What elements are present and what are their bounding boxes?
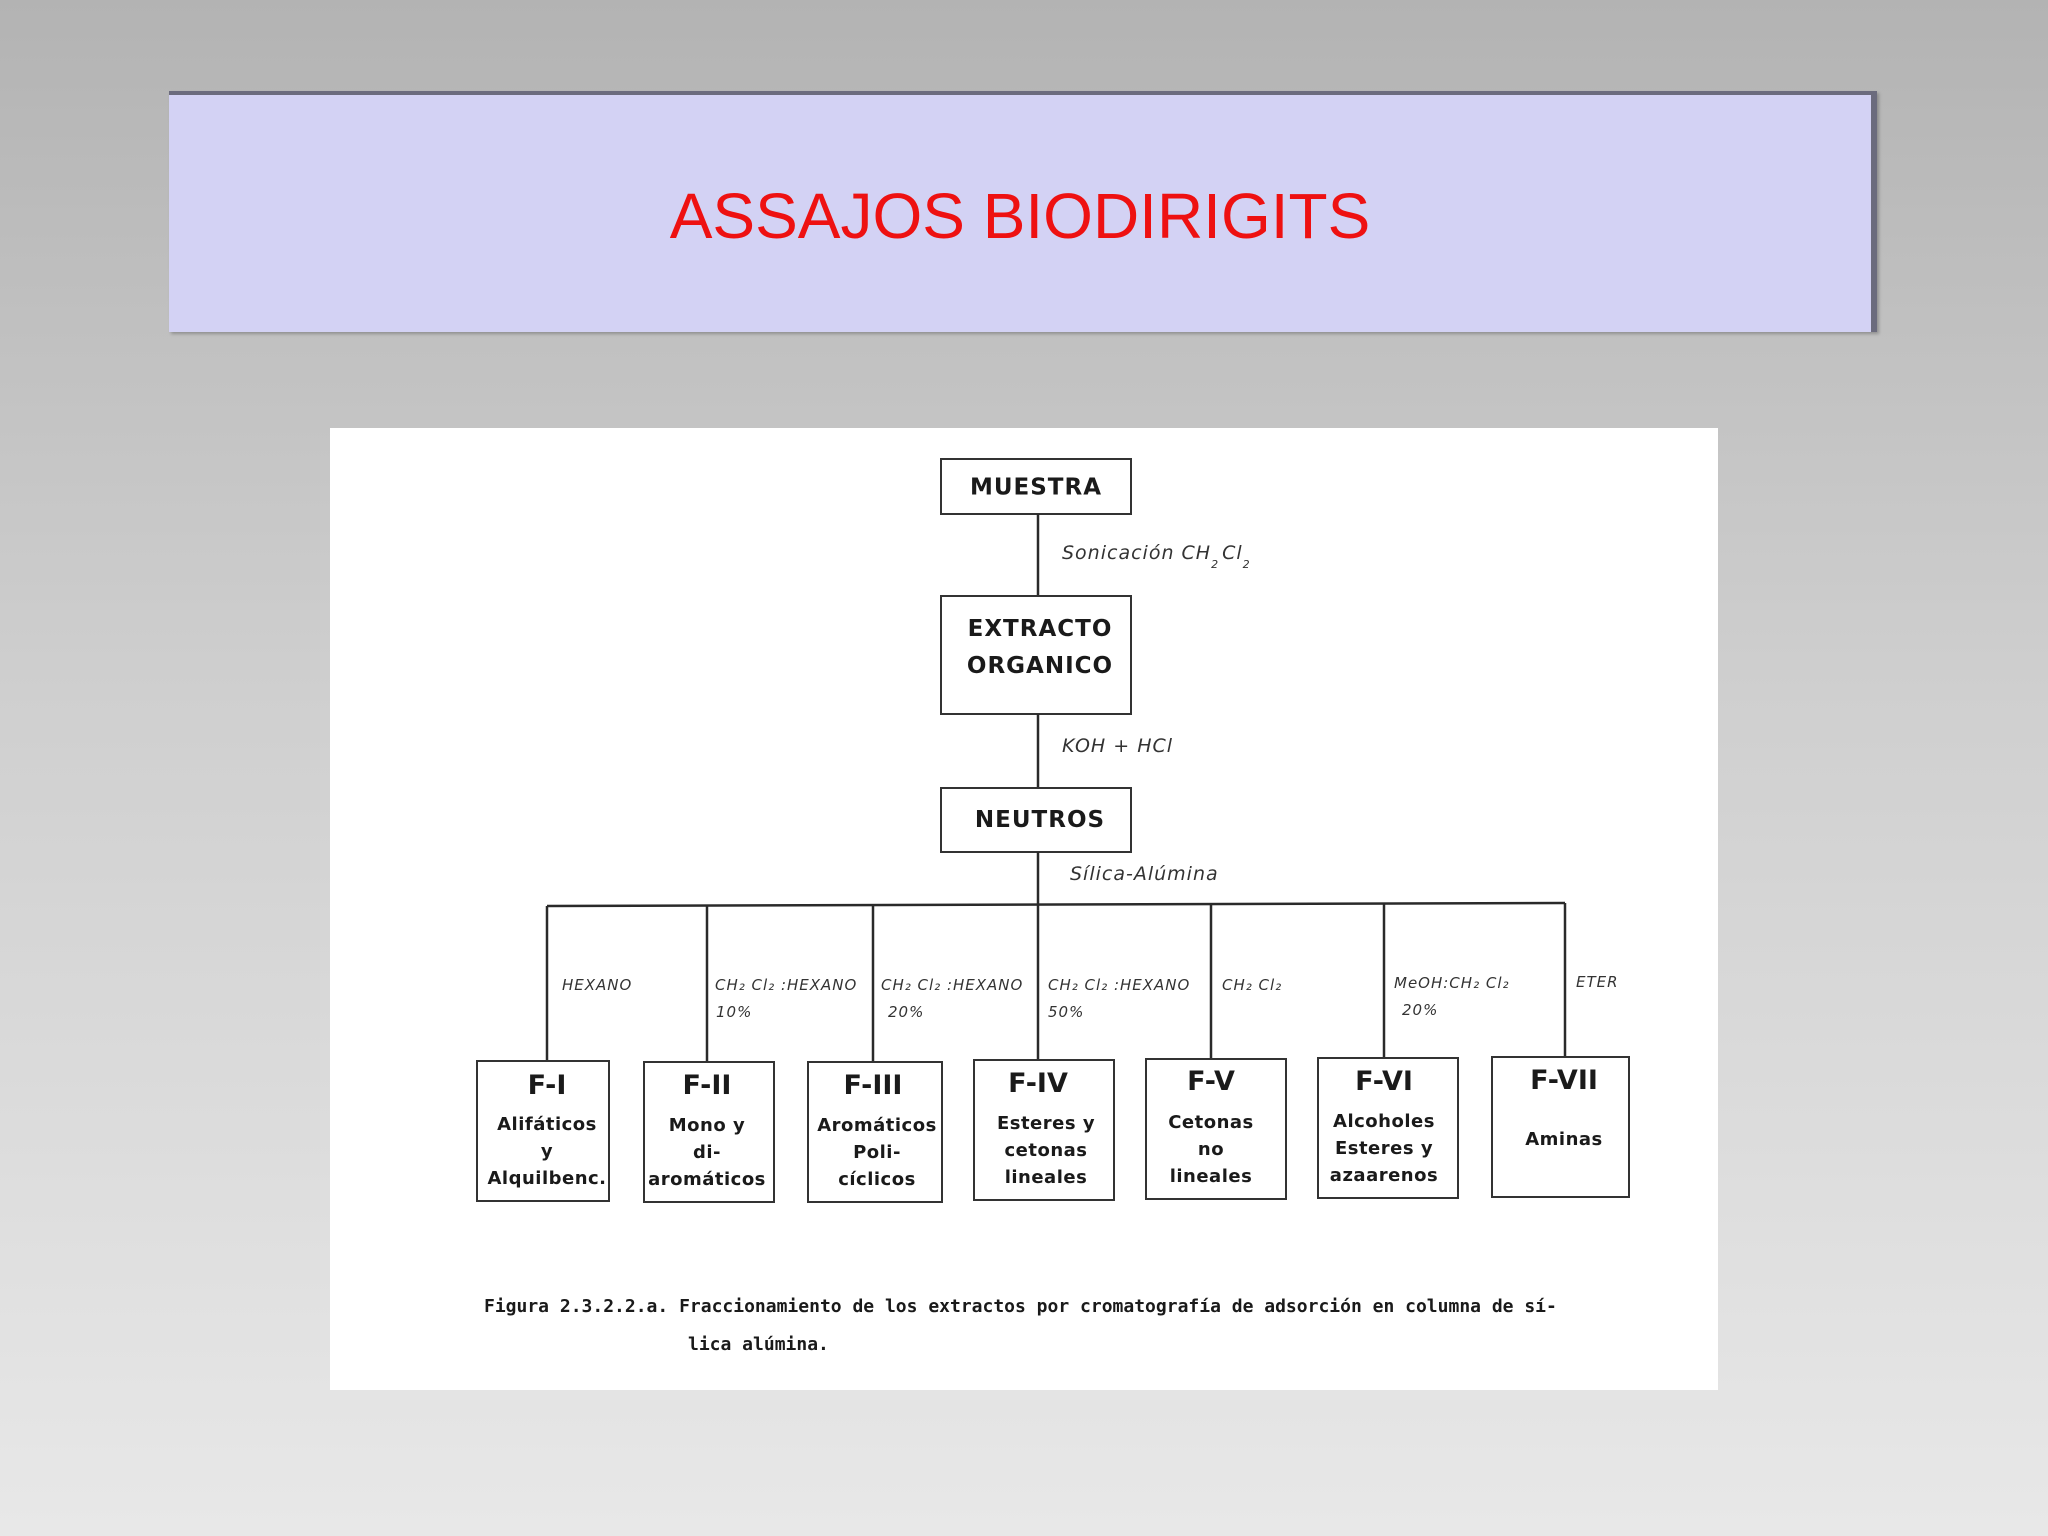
fraction-f6-desc-1: Alcoholes	[1333, 1111, 1435, 1132]
solvent-f3: CH₂ Cl₂ :HEXANO	[881, 976, 1023, 994]
solvent-f4: CH₂ Cl₂ :HEXANO	[1048, 976, 1190, 994]
fraction-f6: F-VI Alcoholes Esteres y azaarenos	[1317, 1057, 1459, 1199]
fraction-f2-box	[643, 1061, 775, 1203]
fraction-f7: F-VII Aminas	[1491, 1056, 1630, 1198]
fraction-f3-desc-1: Aromáticos	[817, 1115, 937, 1136]
fraction-f1-label: F-I	[528, 1070, 567, 1101]
fraction-f7-desc-2: Aminas	[1525, 1129, 1603, 1150]
solvent-f5: CH₂ Cl₂	[1222, 976, 1282, 994]
fraction-f5-box	[1145, 1058, 1287, 1200]
solvent-f2: CH₂ Cl₂ :HEXANO	[715, 976, 857, 994]
fraction-f1-box	[476, 1060, 610, 1202]
fraction-f3-label: F-III	[844, 1070, 903, 1101]
edge-label-silica: Sílica-Alúmina	[1070, 863, 1219, 885]
solvent-f7: ETER	[1576, 973, 1619, 991]
node-extracto-line2: ORGANICO	[967, 653, 1113, 679]
fraction-f6-desc-3: azaarenos	[1330, 1165, 1438, 1186]
fraction-f2-desc-2: di-	[693, 1142, 721, 1163]
node-neutros-box	[940, 787, 1132, 853]
fraction-f5: F-V Cetonas no lineales	[1145, 1058, 1287, 1200]
fraction-f6-label: F-VI	[1355, 1066, 1413, 1097]
fraction-f2-desc-1: Mono y	[669, 1115, 745, 1136]
node-extracto-box	[940, 595, 1132, 715]
fraction-f1: F-I Alifáticos y Alquilbenc.	[476, 1060, 610, 1202]
node-neutros: NEUTROS	[975, 807, 1105, 833]
node-muestra: MUESTRA	[970, 475, 1102, 501]
slide-title: ASSAJOS BIODIRIGITS	[669, 180, 1371, 252]
sonicacion-sub1: 2	[1211, 558, 1219, 571]
sonicacion-sub2: 2	[1243, 558, 1251, 571]
fraction-f5-desc-2: no	[1198, 1139, 1224, 1160]
fraction-f3: F-III Aromáticos Poli- cíclicos	[807, 1061, 943, 1203]
fraction-f6-box	[1317, 1057, 1459, 1199]
solvent-f6-pct: 20%	[1402, 1001, 1438, 1019]
fraction-f2: F-II Mono y di- aromáticos	[643, 1061, 775, 1203]
fractionation-diagram: MUESTRA Sonicación CH2Cl2 EXTRACTO ORGAN…	[476, 458, 1630, 1355]
fraction-f2-label: F-II	[683, 1070, 732, 1101]
node-muestra-box	[940, 458, 1132, 515]
solvent-f6: MeOH:CH₂ Cl₂	[1394, 974, 1510, 992]
solvent-f2-pct: 10%	[716, 1003, 752, 1021]
fraction-f7-box	[1491, 1056, 1630, 1198]
fraction-f6-desc-2: Esteres y	[1335, 1138, 1433, 1159]
sonicacion-text: Sonicación CH	[1062, 542, 1211, 564]
fraction-f2-desc-3: aromáticos	[648, 1169, 766, 1190]
sonicacion-cl: Cl	[1222, 542, 1243, 564]
node-extracto-line1: EXTRACTO	[968, 616, 1113, 642]
figure-caption-line1: Figura 2.3.2.2.a. Fraccionamiento de los…	[484, 1296, 1557, 1317]
fraction-f1-desc-2: y	[541, 1141, 553, 1162]
fraction-f1-desc-1: Alifáticos	[497, 1114, 597, 1135]
fraction-f1-desc-3: Alquilbenc.	[487, 1168, 606, 1189]
split-bar	[546, 901, 1566, 908]
fraction-f4-label: F-IV	[1008, 1068, 1068, 1099]
fraction-f4-desc-2: cetonas	[1004, 1140, 1087, 1161]
fraction-f4: F-IV Esteres y cetonas lineales	[973, 1059, 1115, 1201]
fraction-f4-box	[973, 1059, 1115, 1201]
fraction-f3-box	[807, 1061, 943, 1203]
solvent-f4-pct: 50%	[1048, 1003, 1084, 1021]
fraction-f5-desc-1: Cetonas	[1168, 1112, 1254, 1133]
fraction-f7-label: F-VII	[1530, 1065, 1598, 1096]
solvent-f1: HEXANO	[562, 976, 632, 994]
fraction-f5-label: F-V	[1187, 1066, 1235, 1097]
edge-label-sonicacion: Sonicación CH2Cl2	[1062, 542, 1251, 571]
figure-caption-line2: lica alúmina.	[688, 1334, 829, 1355]
scanned-figure: MUESTRA Sonicación CH2Cl2 EXTRACTO ORGAN…	[330, 428, 1718, 1390]
fraction-f3-desc-3: cíclicos	[838, 1169, 916, 1190]
fraction-f4-desc-3: lineales	[1005, 1167, 1088, 1188]
solvent-f3-pct: 20%	[888, 1003, 924, 1021]
title-bar: ASSAJOS BIODIRIGITS	[169, 91, 1877, 332]
fraction-f3-desc-2: Poli-	[853, 1142, 901, 1163]
edge-label-koh-hcl: KOH + HCl	[1062, 735, 1173, 757]
fraction-f5-desc-3: lineales	[1170, 1166, 1253, 1187]
fraction-f4-desc-1: Esteres y	[997, 1113, 1095, 1134]
